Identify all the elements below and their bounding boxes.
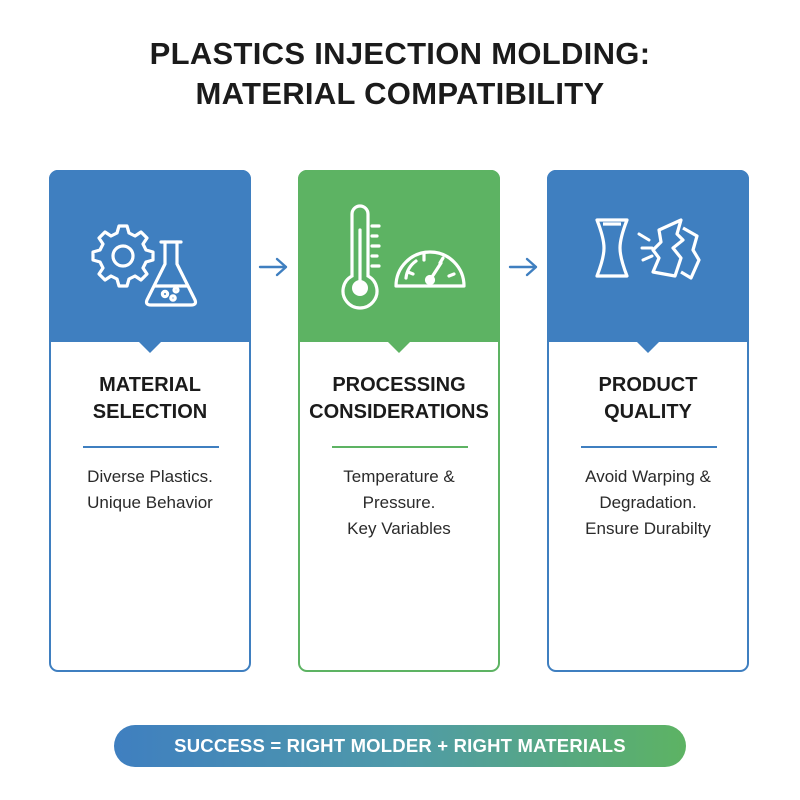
card-product-quality: PRODUCT QUALITY Avoid Warping & Degradat…: [547, 170, 749, 672]
card-title-line-1: PRODUCT: [598, 374, 698, 396]
card-desc-line-2: Pressure.: [362, 493, 436, 512]
card-description: Temperature & Pressure. Key Variables: [300, 464, 498, 542]
card-header-material-selection: [49, 170, 251, 353]
success-banner: SUCCESS = RIGHT MOLDER + RIGHT MATERIALS: [114, 725, 686, 767]
card-desc-line-3: Ensure Durabilty: [585, 519, 711, 538]
divider: [83, 446, 219, 448]
thermometer-icon: [341, 204, 381, 310]
divider: [332, 446, 468, 448]
card-desc-line-1: Temperature &: [343, 467, 455, 486]
impact-lines-icon: [637, 232, 654, 262]
card-header-product-quality: [547, 170, 749, 353]
flask-icon: [144, 240, 198, 307]
card-title-line-1: MATERIAL: [99, 374, 201, 396]
card-title: MATERIAL SELECTION: [51, 372, 249, 426]
card-desc-line-3: Key Variables: [347, 519, 451, 538]
card-title: PRODUCT QUALITY: [549, 372, 747, 426]
pressure-gauge-icon: [394, 250, 466, 288]
card-description: Diverse Plastics. Unique Behavior: [51, 464, 249, 516]
arrow-right-icon: [508, 257, 538, 277]
card-title: PROCESSING CONSIDERATIONS: [300, 372, 498, 426]
material-icons: [91, 224, 198, 307]
arrow-right-icon: [258, 257, 288, 277]
card-processing-considerations: PROCESSING CONSIDERATIONS Temperature & …: [298, 170, 500, 672]
card-title-line-2: SELECTION: [92, 401, 208, 423]
card-desc-line-2: Unique Behavior: [87, 493, 213, 512]
card-header-processing-considerations: [298, 170, 500, 353]
card-desc-line-2: Degradation.: [599, 493, 697, 512]
intact-part-icon: [595, 218, 629, 278]
card-title-line-2: CONSIDERATIONS: [309, 401, 489, 423]
card-desc-line-1: Avoid Warping &: [585, 467, 711, 486]
processing-icons: [341, 204, 466, 310]
card-description: Avoid Warping & Degradation. Ensure Dura…: [549, 464, 747, 542]
gear-icon: [91, 224, 155, 288]
card-title-line-2: QUALITY: [604, 401, 692, 423]
card-title-line-1: PROCESSING: [332, 374, 466, 396]
broken-part-icon: [651, 218, 701, 280]
title-line-1: PLASTICS INJECTION MOLDING:: [149, 36, 651, 71]
quality-icons: [595, 218, 701, 280]
divider: [581, 446, 717, 448]
card-desc-line-1: Diverse Plastics.: [87, 467, 213, 486]
title-line-2: MATERIAL COMPATIBILITY: [195, 76, 605, 111]
page-title: PLASTICS INJECTION MOLDING: MATERIAL COM…: [0, 34, 800, 114]
card-material-selection: MATERIAL SELECTION Diverse Plastics. Uni…: [49, 170, 251, 672]
